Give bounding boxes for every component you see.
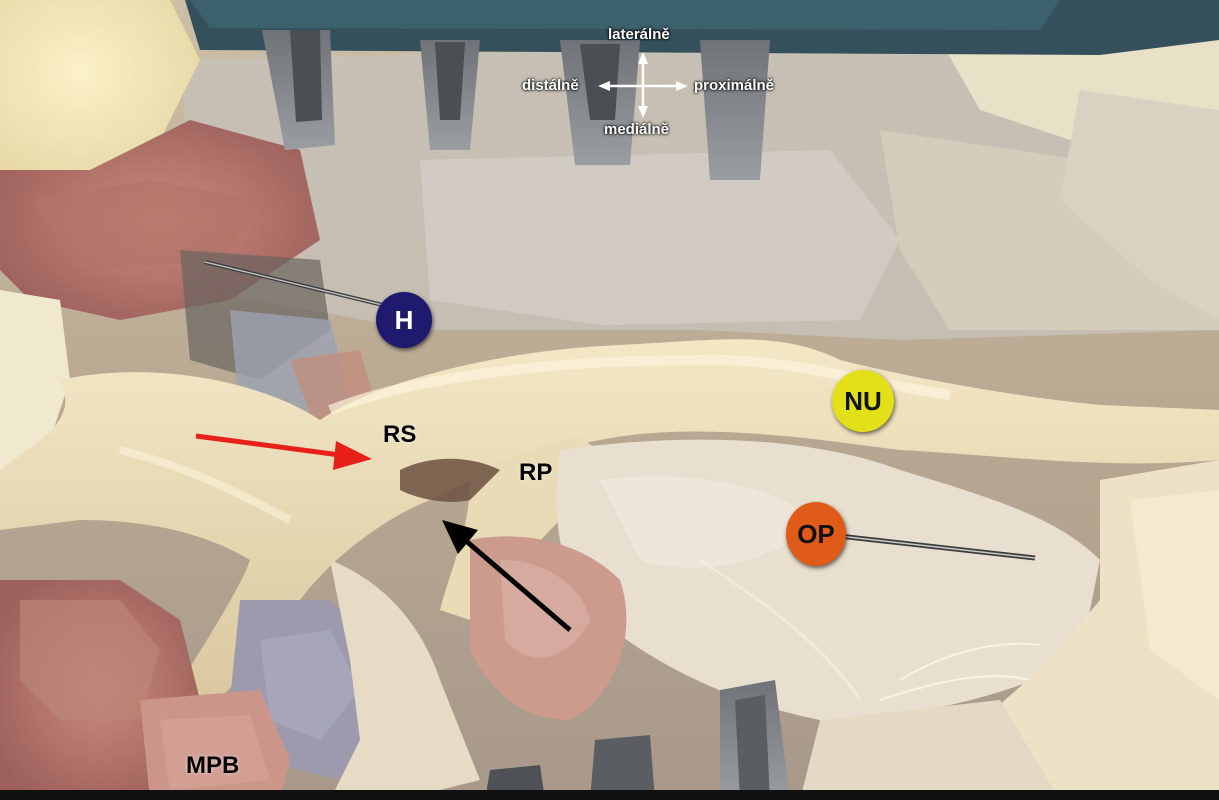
- orientation-distal-label: distálně: [522, 77, 579, 94]
- red-arrow: [195, 433, 372, 470]
- orientation-compass: [598, 52, 688, 118]
- black-arrow: [442, 520, 572, 632]
- orientation-lateral-label: laterálně: [608, 26, 670, 43]
- orientation-proximal-label: proximálně: [694, 77, 775, 94]
- pin-nu-marker: NU: [832, 370, 894, 432]
- label-rs: RS: [383, 421, 417, 448]
- label-rp: RP: [519, 459, 553, 486]
- pin-nu-text: NU: [844, 385, 882, 416]
- orientation-medial-label: mediálně: [604, 121, 670, 138]
- pin-op-marker: OP: [786, 502, 846, 566]
- pin-h-marker: H: [376, 292, 432, 348]
- label-mpb: MPB: [186, 752, 240, 779]
- pin-h-text: H: [394, 304, 414, 335]
- pin-op-text: OP: [797, 518, 835, 549]
